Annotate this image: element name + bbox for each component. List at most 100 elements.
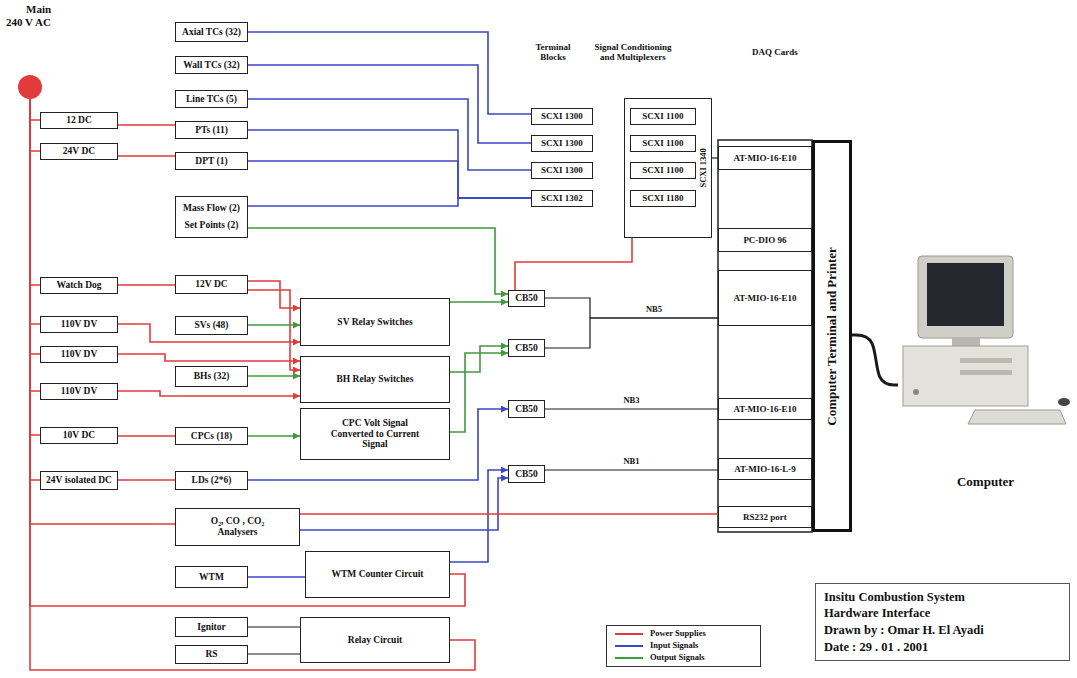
node-text: CB50 [515, 293, 538, 304]
daq-card: AT-MIO-16-E10 [718, 146, 812, 170]
power-button [913, 389, 919, 395]
signal-wire [30, 99, 40, 480]
node-text: SCXI 1100 [642, 111, 683, 121]
component-box: O₂, CO , CO₂ Analysers [175, 508, 300, 546]
bus-label: NB5 [644, 305, 664, 315]
component-box: BH Relay Switches [300, 356, 450, 403]
signal-wire [248, 576, 305, 578]
power-circle [18, 75, 42, 99]
node-text: SCXI 1300 [541, 138, 583, 148]
signal-wire [248, 99, 531, 170]
node-text: 24V DC [63, 146, 95, 157]
component-box: BHs (32) [175, 366, 248, 387]
signal-wire [248, 32, 531, 114]
header-label-holder: Terminal Blocks [524, 42, 582, 63]
component-box: SCXI 1100 [630, 135, 696, 152]
node-text: 12 DC [66, 115, 92, 126]
signal-wire [118, 479, 175, 481]
node-text: Mass Flow (2) [183, 203, 240, 214]
signal-wire [118, 124, 175, 126]
signal-wire [515, 238, 632, 290]
signal-wire [300, 513, 718, 515]
signal-wire [248, 626, 300, 627]
node-text: SCXI 1302 [541, 193, 583, 203]
node-text: SVs (48) [194, 320, 228, 331]
node-text: AT-MIO-16-E10 [734, 404, 797, 414]
component-box: CPCs (18) [175, 427, 248, 445]
signal-wire [30, 99, 40, 285]
wire-label-holder: NB1 [621, 457, 641, 467]
node-text: Hardware Interface [824, 606, 930, 620]
signal-wire [30, 99, 175, 524]
node-text: AT-MIO-16-E10 [734, 293, 797, 303]
daq-card: PC-DIO 96 [718, 228, 812, 252]
component-box: LDs (2*6) [175, 471, 248, 490]
monitor-case [918, 256, 1013, 338]
component-box: Relay Circuit [300, 617, 450, 663]
node-text: Computer Terminal and Printer [825, 247, 840, 426]
node-text: 24V isolated DC [46, 475, 112, 486]
signal-wire [118, 155, 175, 157]
node-text: Axial TCs (32) [182, 27, 241, 38]
node-text: O₂, CO , CO₂ Analysers [198, 516, 278, 538]
keyboard [968, 410, 1066, 424]
signal-wire [248, 130, 531, 198]
component-box: 12V DC [175, 275, 248, 294]
signal-wire [248, 290, 300, 370]
node-text: 110V DV [61, 349, 98, 360]
signal-wire [118, 284, 175, 286]
monitor-screen [927, 263, 1004, 326]
node-text: DPT (1) [195, 156, 227, 167]
drive-slot [960, 358, 1012, 363]
node-text: Drawn by : Omar H. El Ayadi [824, 623, 984, 637]
signal-wire [450, 346, 508, 372]
legend-row: Output Signals [615, 653, 752, 663]
title-block: Insitu Combustion SystemHardware Interfa… [815, 583, 1070, 661]
node-text: Wall TCs (32) [183, 60, 239, 71]
bus-label: NB1 [621, 457, 641, 467]
node-text: Watch Dog [56, 280, 101, 291]
component-box: CB50 [508, 339, 545, 357]
wire-label-holder: NB5 [644, 305, 664, 315]
component-box: 12 DC [40, 112, 118, 129]
node-text: Main 240 V AC [6, 3, 58, 29]
node-text: Set Points (2) [185, 220, 239, 231]
component-box: SCXI 1302 [531, 190, 593, 207]
component-box: CPC Volt Signal Converted to Current Sig… [300, 408, 450, 460]
node-text: SCXI 1100 [642, 165, 683, 175]
wire-label-holder: NB3 [621, 396, 641, 406]
signal-wire [248, 324, 300, 326]
system-unit [903, 346, 1028, 406]
node-text: SCXI 1100 [642, 138, 683, 148]
component-box: WTM Counter Circuit [305, 551, 450, 598]
component-box: Mass Flow (2) Set Points (2) [175, 196, 248, 238]
node-text: SCXI 1300 [541, 111, 583, 121]
node-text: RS232 port [743, 512, 787, 522]
mouse [1058, 398, 1070, 406]
node-text: CB50 [515, 404, 538, 415]
node-text: PTs (11) [195, 125, 228, 136]
signal-wire [852, 335, 898, 385]
column-header: Terminal Blocks [524, 42, 582, 63]
signal-wire [30, 99, 40, 391]
node-text: 110V DV [61, 386, 98, 397]
legend-text: Input Signals [650, 641, 698, 651]
component-box: SCXI 1100 [630, 162, 696, 179]
node-text: BHs (32) [194, 371, 230, 382]
legend-swatch [615, 657, 643, 659]
signal-wire [248, 65, 531, 143]
signal-wire [30, 99, 40, 324]
signal-wire [248, 198, 531, 206]
legend-text: Output Signals [650, 653, 705, 663]
node-text: CPC Volt Signal Converted to Current Sig… [323, 418, 428, 451]
component-box: Wall TCs (32) [175, 56, 248, 74]
node-text: SCXI 1300 [541, 165, 583, 175]
signal-wire [545, 408, 718, 409]
header-label-holder: DAQ Cards [738, 47, 812, 57]
signal-wire [30, 99, 40, 435]
node-text: AT-MIO-16-E10 [734, 153, 797, 163]
signal-wire [118, 354, 300, 361]
node-text: 12V DC [195, 279, 227, 290]
signal-wire [30, 99, 40, 354]
